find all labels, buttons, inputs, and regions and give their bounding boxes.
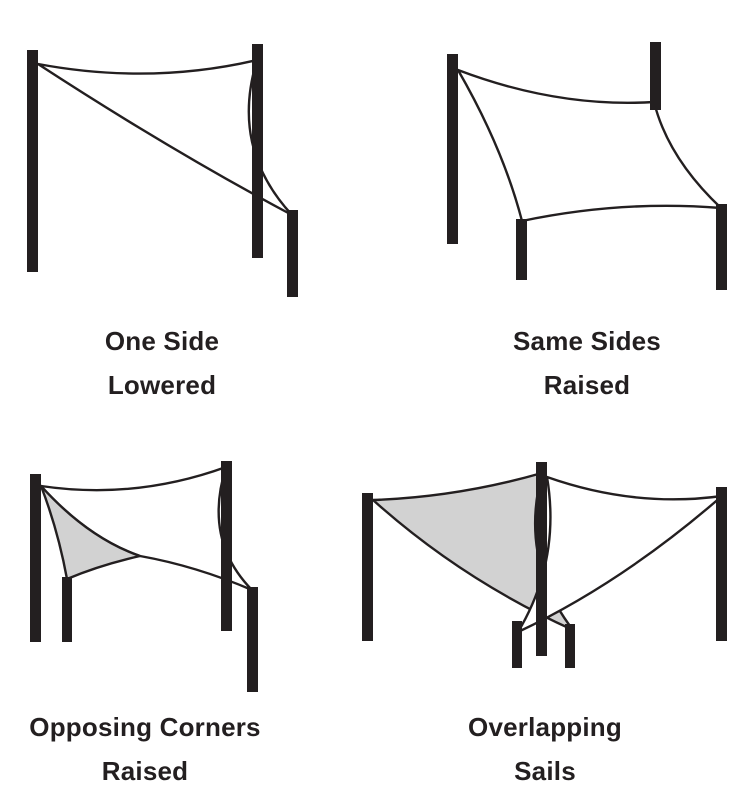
post-tall-center bbox=[536, 462, 547, 656]
post-tall-right bbox=[221, 461, 232, 631]
figure-opposing-corners-raised bbox=[30, 461, 258, 692]
post-tall-right bbox=[252, 44, 263, 258]
sail-underside-shaded bbox=[39, 484, 142, 581]
post-tall-left bbox=[362, 493, 373, 641]
figure-one-side-lowered bbox=[27, 44, 298, 297]
post-tall-left bbox=[447, 54, 458, 244]
post-short-lowered bbox=[287, 210, 298, 297]
post-short-front-right bbox=[716, 204, 727, 290]
post-tall-right bbox=[716, 487, 727, 641]
caption-opposing-corners-raised: Opposing Corners Raised bbox=[29, 712, 261, 786]
post-tall-left bbox=[30, 474, 41, 642]
post-short-center-right bbox=[565, 624, 575, 668]
post-short-center-left bbox=[512, 621, 522, 668]
caption-one-side-lowered: One Side Lowered bbox=[104, 326, 220, 400]
figure-overlapping-sails bbox=[362, 462, 727, 668]
caption-same-sides-raised: Same Sides Raised bbox=[513, 326, 661, 400]
caption-overlapping-sails: Overlapping Sails bbox=[468, 712, 622, 786]
post-short-right bbox=[247, 587, 258, 692]
sail-white-right bbox=[516, 475, 724, 634]
post-tall-left bbox=[27, 50, 38, 272]
post-tall-right bbox=[650, 42, 661, 110]
post-short-front-left bbox=[516, 219, 527, 280]
sail-same-sides-raised bbox=[456, 68, 723, 223]
figure-same-sides-raised bbox=[447, 42, 727, 290]
post-short-left bbox=[62, 577, 72, 642]
